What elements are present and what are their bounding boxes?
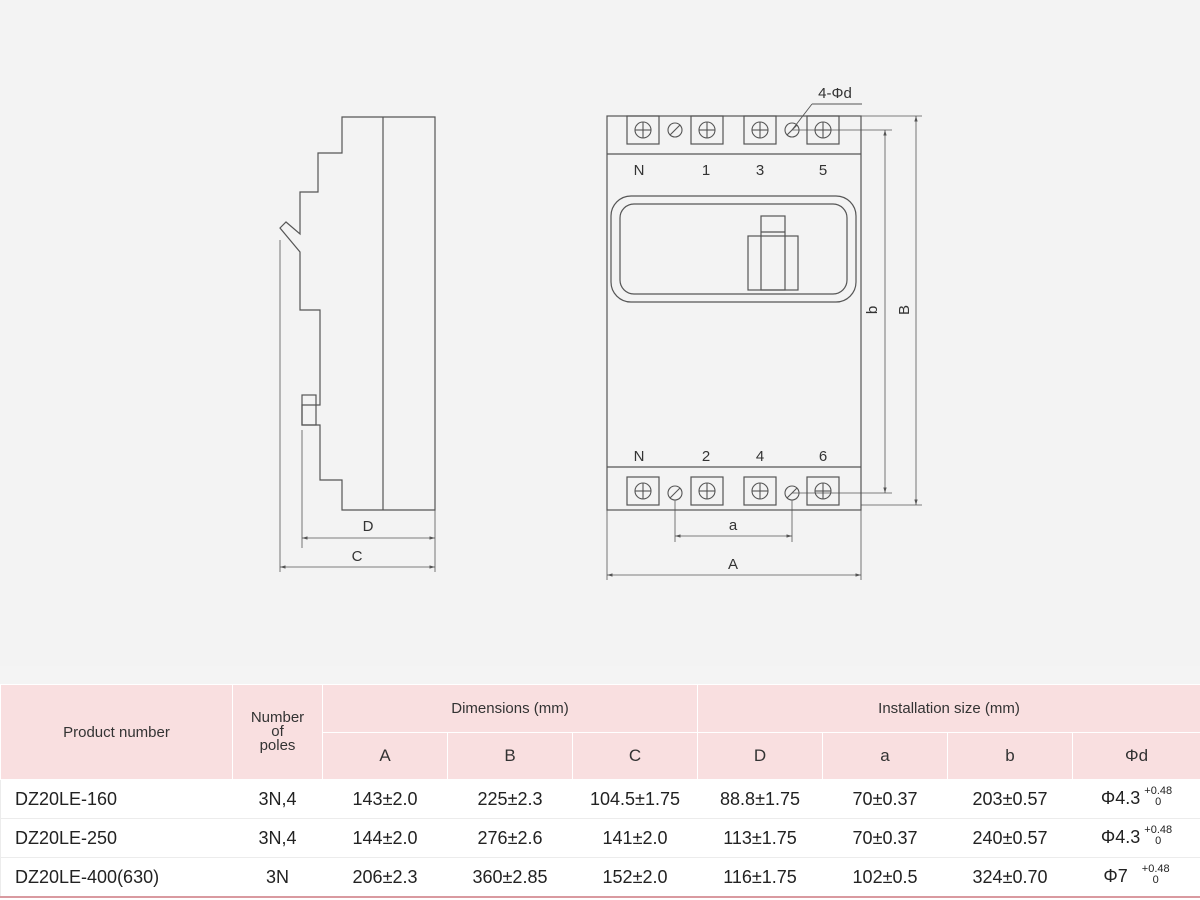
technical-drawing: D C xyxy=(279,85,922,580)
side-profile xyxy=(279,116,436,511)
drawing-svg: D C xyxy=(279,85,922,580)
dim-label-a-width: A xyxy=(728,556,738,573)
table-row: DZ20LE-250 3N,4 144±2.0 276±2.6 141±2.0 … xyxy=(0,818,1200,858)
cell-product: DZ20LE-250 xyxy=(0,818,233,858)
cell-a: 206±2.3 xyxy=(322,857,448,898)
top-terminal-label-n: N xyxy=(634,162,645,179)
header-product-number: Product number xyxy=(0,684,233,780)
tolerance-upper: +0.48 xyxy=(1144,785,1173,798)
cell-c: 104.5±1.75 xyxy=(571,779,699,819)
cell-b: 225±2.3 xyxy=(447,779,573,819)
cell-b-small: 203±0.57 xyxy=(947,779,1074,819)
cell-product: DZ20LE-400(630) xyxy=(0,857,233,898)
dim-label-d: D xyxy=(363,518,374,535)
cell-c: 141±2.0 xyxy=(571,818,699,858)
dim-label-c: C xyxy=(352,548,363,565)
cell-d: 113±1.75 xyxy=(697,818,824,858)
front-view xyxy=(606,115,862,511)
side-view xyxy=(279,116,436,572)
cell-c: 152±2.0 xyxy=(571,857,699,898)
header-number-of-poles: Number of poles xyxy=(232,684,323,780)
table-row: DZ20LE-400(630) 3N 206±2.3 360±2.85 152±… xyxy=(0,857,1200,898)
tolerance-lower: 0 xyxy=(1155,835,1162,848)
header-poles-line2: of xyxy=(271,723,284,740)
window-inner xyxy=(619,203,848,295)
header-col-b-small: b xyxy=(947,732,1074,780)
cell-d: 88.8±1.75 xyxy=(697,779,824,819)
dim-label-b-small: b xyxy=(864,306,881,314)
cell-a: 143±2.0 xyxy=(322,779,448,819)
header-col-phi-d: Φd xyxy=(1072,732,1200,780)
mounting-holes xyxy=(667,122,800,501)
cell-d: 116±1.75 xyxy=(697,857,824,898)
toggle-handle xyxy=(760,215,786,291)
side-latch xyxy=(301,394,317,426)
window-outer xyxy=(610,195,857,303)
cell-b: 360±2.85 xyxy=(447,857,573,898)
bottom-terminal-label-2: 2 xyxy=(702,448,710,465)
header-col-d: D xyxy=(697,732,824,780)
top-terminal-label-1: 1 xyxy=(702,162,710,179)
phi-value: Φ4.3 xyxy=(1100,787,1141,808)
toggle-handle-base xyxy=(747,235,799,291)
dim-label-a-small: a xyxy=(729,517,738,534)
phi-value: Φ4.3 xyxy=(1100,826,1141,847)
cell-poles: 3N,4 xyxy=(232,779,323,819)
cell-a-small: 70±0.37 xyxy=(822,818,949,858)
cell-a: 144±2.0 xyxy=(322,818,448,858)
tolerance-lower: 0 xyxy=(1152,874,1159,887)
tolerance-lower: 0 xyxy=(1155,796,1162,809)
spec-table: Product number Number of poles Dimension… xyxy=(0,684,1200,898)
bottom-terminal-label-4: 4 xyxy=(756,448,764,465)
header-dimensions: Dimensions (mm) xyxy=(321,684,699,733)
cell-a-small: 102±0.5 xyxy=(822,857,949,898)
top-terminal-label-3: 3 xyxy=(756,162,764,179)
hole-label: 4-Φd xyxy=(818,85,852,102)
terminal-screws xyxy=(634,121,832,500)
cell-a-small: 70±0.37 xyxy=(822,779,949,819)
cell-b-small: 240±0.57 xyxy=(947,818,1074,858)
tolerance-upper: +0.48 xyxy=(1141,863,1170,876)
cell-poles: 3N xyxy=(232,857,323,898)
header-col-c: C xyxy=(571,732,699,780)
header-col-a: A xyxy=(322,732,448,780)
tolerance-upper: +0.48 xyxy=(1144,824,1173,837)
header-installation-size: Installation size (mm) xyxy=(697,684,1200,733)
cell-product: DZ20LE-160 xyxy=(0,779,233,819)
phi-value: Φ7 xyxy=(1103,865,1128,886)
cell-b-small: 324±0.70 xyxy=(947,857,1074,898)
header-poles-line1: Number xyxy=(250,709,305,726)
spec-table-container: Product number Number of poles Dimension… xyxy=(0,684,1200,900)
table-row: DZ20LE-160 3N,4 143±2.0 225±2.3 104.5±1.… xyxy=(0,779,1200,819)
cell-poles: 3N,4 xyxy=(232,818,323,858)
top-terminal-label-5: 5 xyxy=(819,162,827,179)
front-body xyxy=(606,115,862,511)
bottom-terminal-label-6: 6 xyxy=(819,448,827,465)
header-poles-line3: poles xyxy=(259,737,296,754)
header-col-a-small: a xyxy=(822,732,949,780)
header-col-b: B xyxy=(447,732,573,780)
dim-label-b-height: B xyxy=(896,305,913,315)
bottom-terminal-label-n: N xyxy=(634,448,645,465)
cell-b: 276±2.6 xyxy=(447,818,573,858)
